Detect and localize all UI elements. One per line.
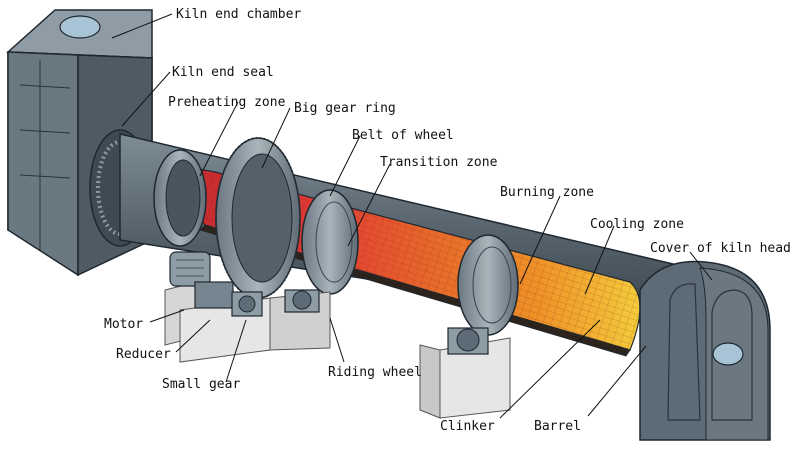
reducer: [194, 281, 234, 309]
riding-wheel-a: [284, 289, 320, 313]
small-gear: [231, 291, 263, 317]
label-small-gear: Small gear: [162, 377, 240, 392]
belt-of-wheel-3: [457, 234, 519, 336]
cover-of-kiln-head: [639, 260, 771, 441]
label-clinker: Clinker: [440, 419, 495, 434]
riding-wheel-b: [447, 327, 489, 355]
label-barrel: Barrel: [534, 419, 581, 434]
label-cover-of-kiln-head: Cover of kiln head: [650, 241, 791, 256]
label-kiln-end-chamber: Kiln end chamber: [176, 7, 301, 22]
label-kiln-end-seal: Kiln end seal: [172, 65, 274, 80]
label-burning-zone: Burning zone: [500, 185, 594, 200]
label-belt-of-wheel: Belt of wheel: [352, 128, 454, 143]
label-motor: Motor: [104, 317, 143, 332]
label-preheating-zone: Preheating zone: [168, 95, 286, 110]
belt-of-wheel-1: [153, 149, 207, 247]
label-reducer: Reducer: [116, 347, 171, 362]
motor: [169, 251, 211, 287]
label-transition-zone: Transition zone: [380, 155, 498, 170]
label-big-gear-ring: Big gear ring: [294, 101, 396, 116]
leader-lines: [111, 13, 713, 419]
label-cooling-zone: Cooling zone: [590, 217, 684, 232]
label-riding-wheel: Riding wheel: [328, 365, 422, 380]
big-gear-ring: [215, 137, 301, 299]
